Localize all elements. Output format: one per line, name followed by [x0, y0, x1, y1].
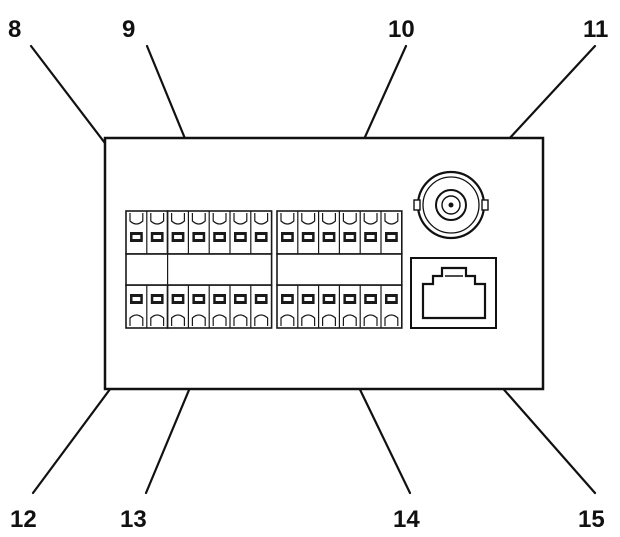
terminal-pin: [297, 211, 316, 254]
callout-8: 8: [8, 16, 21, 43]
bnc-connector-icon: [413, 170, 489, 240]
terminal-block-bottom-right: [276, 284, 403, 329]
terminal-pin: [146, 211, 165, 254]
terminal-pin: [129, 213, 144, 242]
callout-11: 11: [583, 16, 608, 43]
terminal-pin: [229, 285, 248, 328]
terminal-block-bottom-left: [125, 284, 169, 329]
callout-15: 15: [578, 506, 605, 533]
terminal-block-top-right: [276, 210, 403, 255]
terminal-pin: [338, 211, 357, 254]
callout-14: 14: [393, 506, 420, 533]
rj45-port-icon: [410, 257, 497, 329]
terminal-pin: [250, 285, 269, 328]
terminal-strip-right: [276, 253, 403, 286]
terminal-block-top-mid: [166, 210, 273, 255]
callout-9: 9: [122, 16, 135, 43]
terminal-strip-left: [125, 253, 273, 286]
callout-12: 12: [10, 506, 37, 533]
terminal-pin: [208, 211, 227, 254]
terminal-pin: [380, 211, 399, 254]
terminal-block-top-left: [125, 210, 169, 255]
terminal-pin: [250, 211, 269, 254]
terminal-pin: [129, 294, 144, 326]
callout-13: 13: [120, 506, 147, 533]
terminal-pin: [318, 211, 336, 254]
terminal-pin: [187, 285, 206, 328]
terminal-pin: [297, 285, 316, 328]
terminal-pin: [280, 294, 295, 326]
callout-10: 10: [388, 16, 415, 43]
terminal-pin: [171, 294, 185, 326]
terminal-pin: [187, 211, 206, 254]
terminal-pin: [380, 285, 399, 328]
terminal-block-bottom-mid: [166, 284, 273, 329]
terminal-pin: [171, 213, 185, 242]
terminal-pin: [146, 285, 165, 328]
terminal-pin: [280, 213, 295, 242]
terminal-pin: [208, 285, 227, 328]
terminal-pin: [359, 211, 378, 254]
terminal-pin: [338, 285, 357, 328]
terminal-blocks: [125, 210, 403, 329]
terminal-pin: [318, 285, 336, 328]
terminal-pin: [229, 211, 248, 254]
terminal-pin: [359, 285, 378, 328]
